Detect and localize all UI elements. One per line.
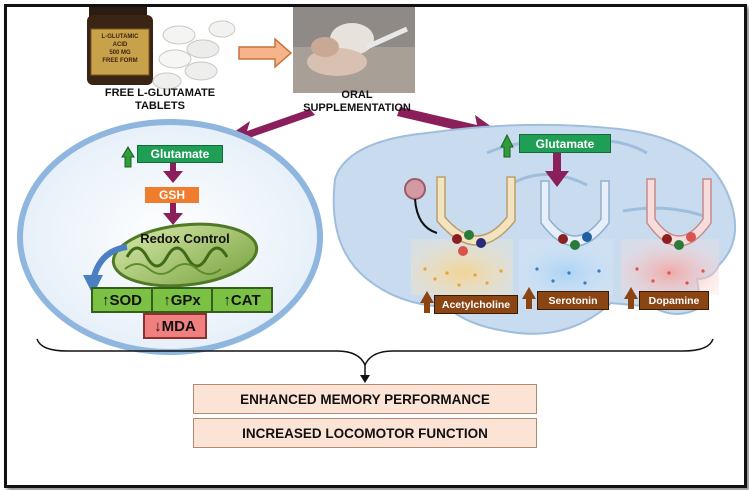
bottle-label-line3: 500 MG — [109, 50, 131, 56]
neurotransmitter-dots — [423, 267, 705, 287]
dopaminergic-synapse-icon — [621, 178, 719, 295]
acetylcholine-box: Acetylcholine — [434, 295, 518, 314]
outcome-memory: ENHANCED MEMORY PERFORMANCE — [193, 384, 537, 414]
up-arrow-acetylcholine-icon — [420, 291, 434, 313]
brace-arrow-head-icon — [360, 375, 370, 383]
cholinergic-synapse-icon — [411, 176, 516, 295]
enzyme-cat: ↑CAT — [211, 287, 273, 313]
arrow-glutamate-synapse-icon — [545, 151, 569, 187]
enzyme-gpx: ↑GPx — [151, 287, 213, 313]
mda-box: ↓MDA — [143, 313, 207, 339]
up-arrow-glutamate-left-icon — [121, 146, 135, 168]
outcome-locomotor: INCREASED LOCOMOTOR FUNCTION — [193, 418, 537, 448]
axon-line — [414, 198, 438, 234]
redox-control-label: Redox Control — [140, 231, 230, 246]
dopamine-box: Dopamine — [639, 291, 709, 310]
serotonergic-synapse-icon — [519, 180, 613, 295]
curved-arrow-head-icon — [83, 275, 103, 295]
arrow-glutamate-gsh-icon — [163, 159, 183, 183]
up-arrow-glutamate-right-icon — [500, 133, 514, 158]
glutamate-box-left: Glutamate — [137, 145, 223, 163]
tablets-icon — [152, 20, 236, 90]
up-arrow-dopamine-icon — [624, 287, 638, 309]
neuron-body-icon — [404, 178, 426, 200]
glutamate-box-right: Glutamate — [519, 134, 611, 153]
figure-frame: L-GLUTAMIC ACID 500 MG FREE FORM FREE L-… — [4, 4, 747, 488]
diagram-graphics — [17, 7, 736, 383]
oral-gavage-photo — [293, 7, 415, 93]
arrow-gsh-redox-icon — [163, 203, 183, 225]
supplement-bottle-icon — [87, 7, 153, 85]
tablets-label: FREE L-GLUTAMATE TABLETS — [104, 87, 216, 112]
bottle-label-line4: FREE FORM — [102, 58, 138, 64]
gsh-box: GSH — [145, 187, 199, 203]
serotonin-box: Serotonin — [537, 291, 609, 310]
orange-arrow-icon — [238, 37, 293, 69]
up-arrow-serotonin-icon — [522, 287, 536, 309]
bottle-label: L-GLUTAMIC ACID 500 MG FREE FORM — [91, 33, 149, 65]
enzyme-sod: ↑SOD — [91, 287, 153, 313]
oral-supplementation-label: ORAL SUPPLEMENTATION — [303, 89, 411, 114]
bottle-label-line2: ACID — [112, 42, 128, 48]
mitochondrion-icon — [111, 222, 259, 288]
bottle-label-line1: L-GLUTAMIC — [101, 34, 139, 40]
